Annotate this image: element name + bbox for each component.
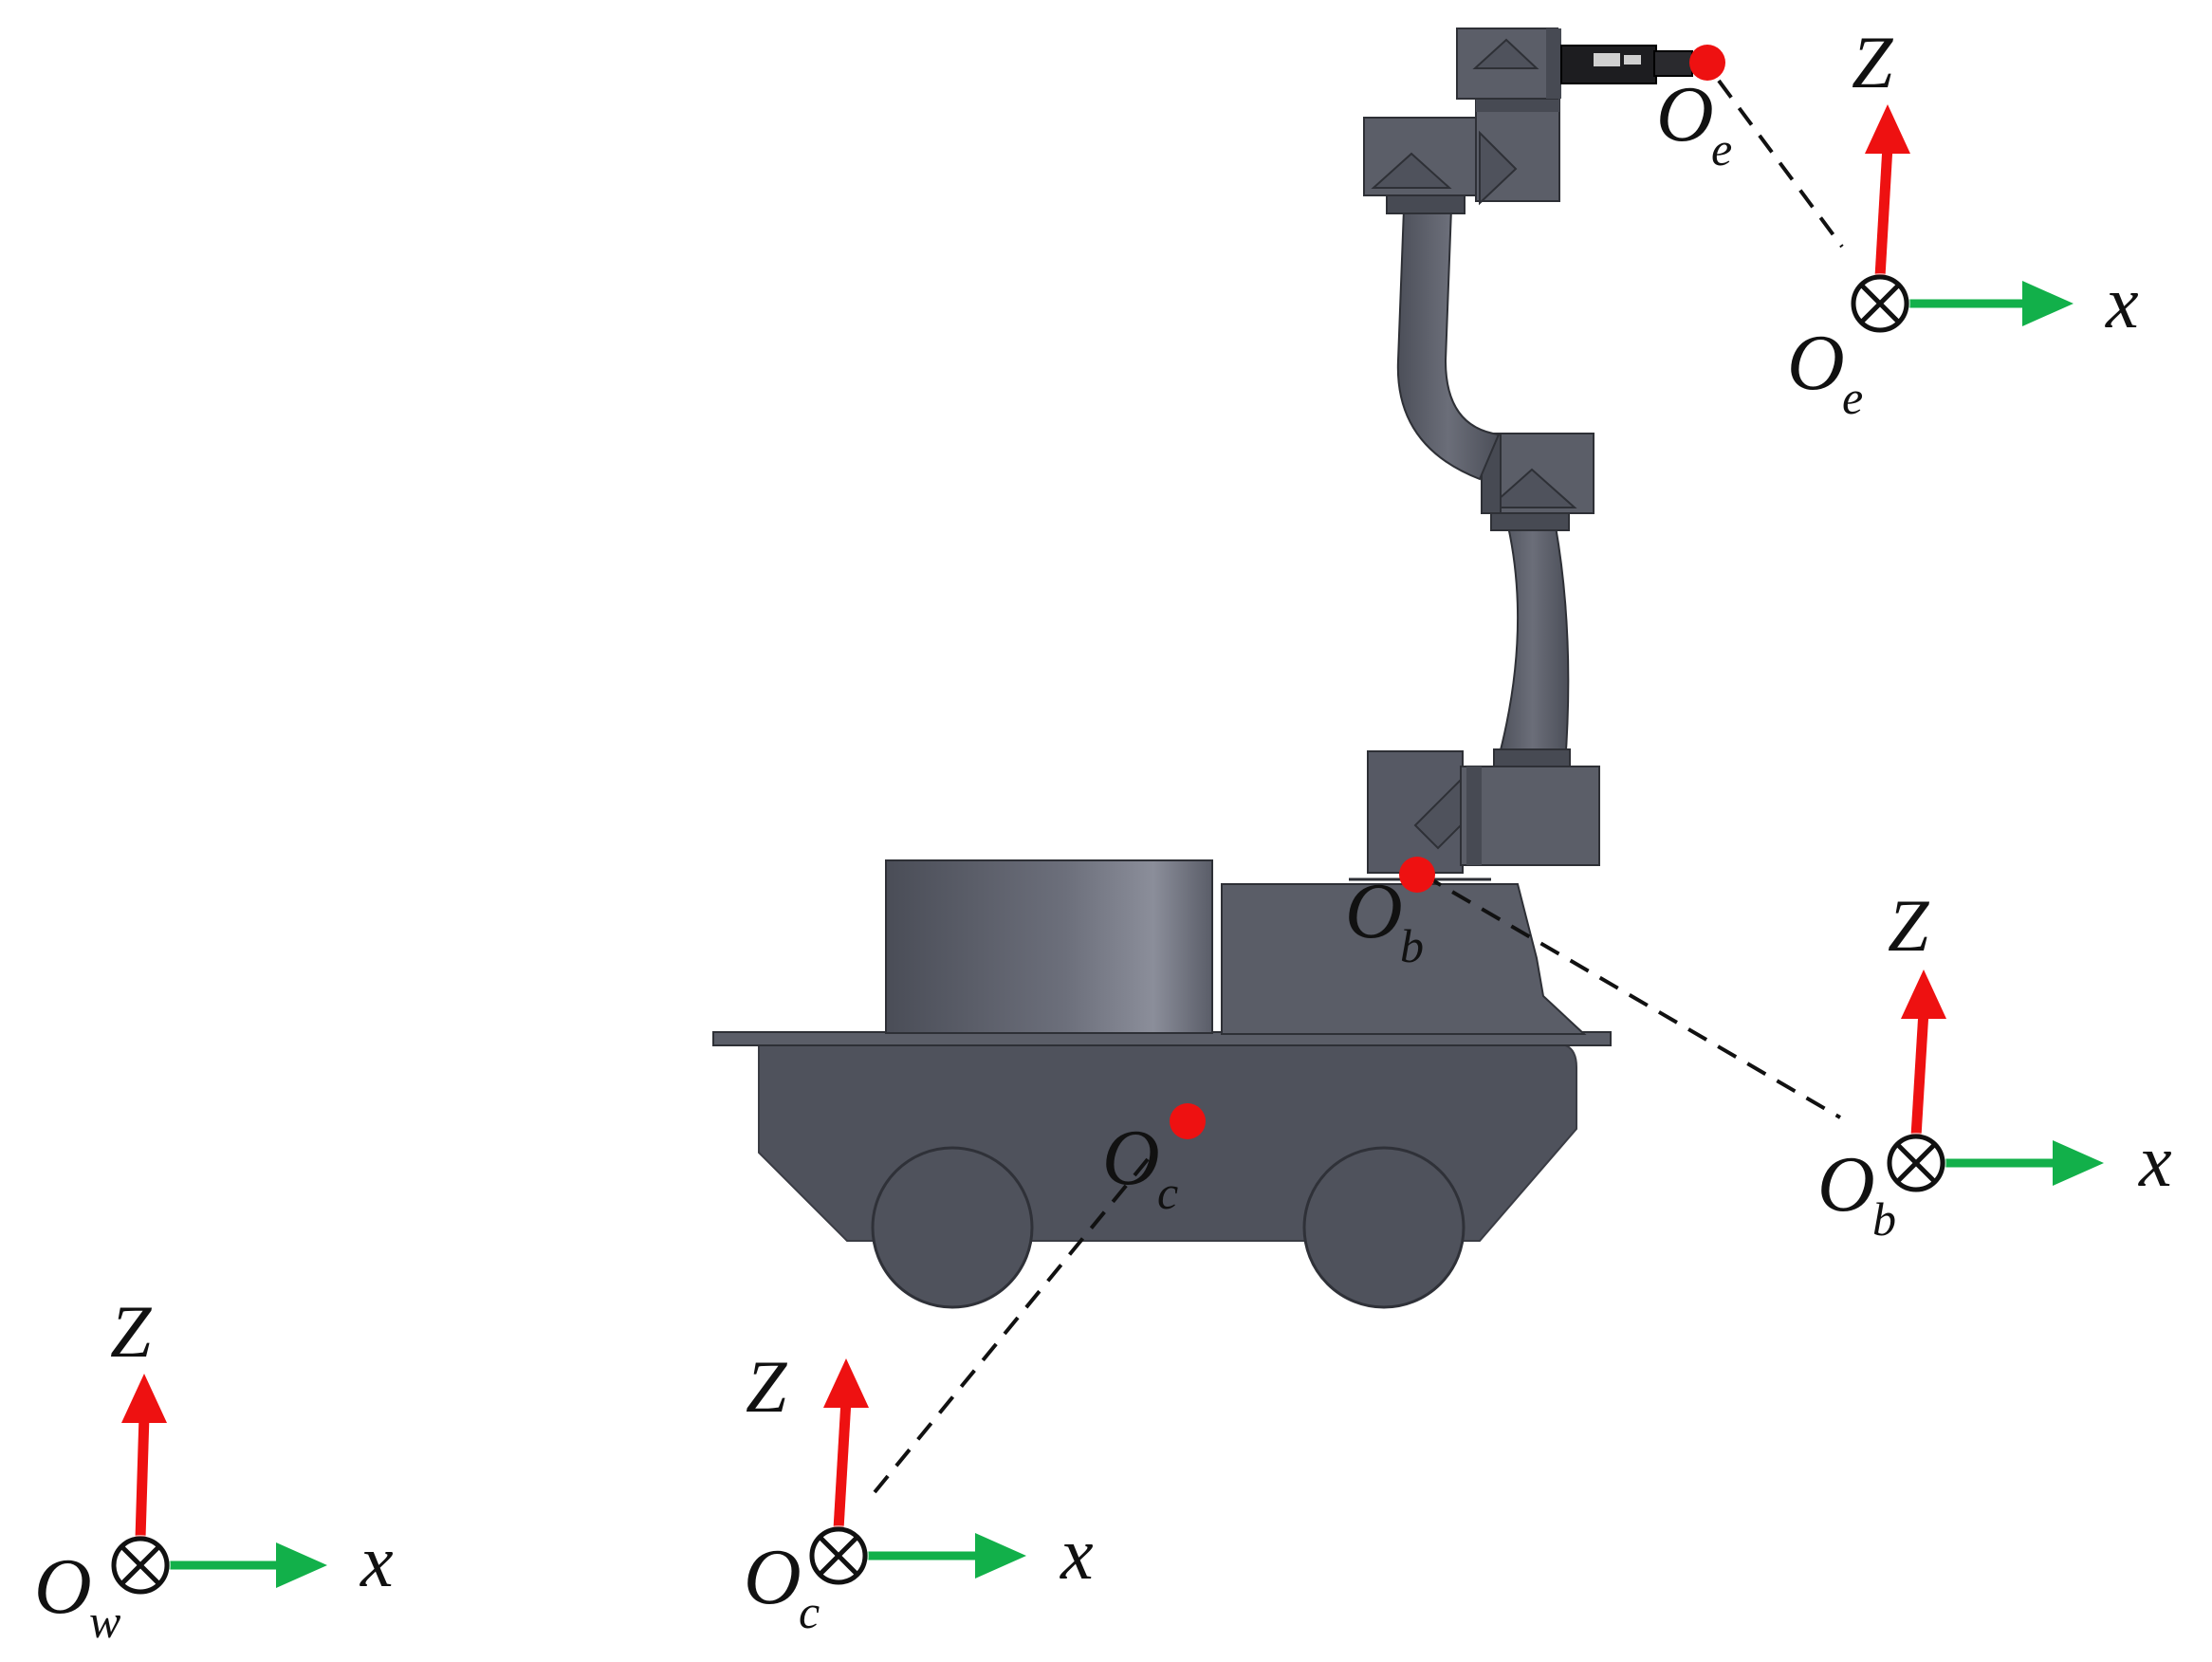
cross-stroke — [120, 1545, 160, 1585]
z-axis-w — [135, 1414, 150, 1540]
point-label-c: O — [1102, 1114, 1160, 1202]
elbow-chevron — [1486, 468, 1577, 508]
z-axis-b — [1910, 1010, 1929, 1137]
origin-marker-e: Oe — [1656, 45, 1732, 175]
origin-marker-c: Oc — [1102, 1103, 1206, 1219]
gripper — [1560, 45, 1693, 84]
point-label-b: O — [1345, 867, 1403, 955]
point-subscript-e: e — [1711, 122, 1732, 175]
shoulder-joint — [1460, 766, 1600, 866]
frame-c: Zx Oc — [744, 1345, 1094, 1638]
origin-marker-b: Ob — [1345, 857, 1435, 972]
frame-origin-label-w: O — [34, 1542, 92, 1631]
z-arrowhead-w — [121, 1374, 167, 1423]
z-axis-label-e: Z — [1852, 21, 1894, 103]
wrist1-chevron — [1371, 152, 1452, 189]
upper-link-collar — [1386, 194, 1465, 214]
lower-link-collar — [1490, 512, 1570, 531]
wrist3-flange — [1546, 28, 1561, 99]
connector-e — [1717, 79, 1844, 249]
arm-mount-housing — [1221, 883, 1587, 1035]
frame-origin-subscript-e: e — [1842, 371, 1863, 424]
x-axis-label-c: x — [1060, 1512, 1094, 1595]
x-arrowhead-b — [2053, 1140, 2104, 1186]
rear-wheel — [871, 1146, 1034, 1309]
red-dot-marker — [1170, 1103, 1206, 1139]
z-axis-label-b: Z — [1888, 884, 1930, 967]
shoulder-joint-ring — [1466, 766, 1482, 865]
z-axis-label-c: Z — [746, 1345, 788, 1428]
mobile-robot — [712, 28, 1693, 1309]
top-cylinder-module — [885, 859, 1213, 1034]
frame-origin-label-e: O — [1787, 319, 1845, 407]
point-subscript-c: c — [1157, 1166, 1178, 1219]
x-axis-label-e: x — [2105, 261, 2139, 343]
front-wheel — [1302, 1146, 1465, 1309]
x-axis-label-w: x — [359, 1520, 394, 1602]
x-arrowhead-w — [276, 1542, 327, 1588]
frame-origin-label-c: O — [744, 1533, 802, 1621]
connector-b — [1421, 873, 1842, 1119]
z-arrowhead-e — [1865, 104, 1910, 154]
frame-b: Zx Ob — [1817, 884, 2172, 1246]
frame-w: Zx Ow — [34, 1290, 394, 1648]
frame-origin-subscript-c: c — [799, 1585, 820, 1638]
x-axis-label-b: x — [2138, 1119, 2172, 1202]
x-arrowhead-e — [2022, 281, 2074, 326]
red-dot-marker — [1689, 45, 1725, 81]
point-label-e: O — [1656, 70, 1714, 158]
z-axis-c — [833, 1399, 852, 1530]
frame-origin-subscript-w: w — [89, 1595, 120, 1648]
frame-origin-subscript-b: b — [1872, 1192, 1896, 1246]
x-arrowhead-c — [975, 1533, 1026, 1579]
upper-arm-link — [1396, 208, 1501, 481]
connector-c — [869, 1157, 1150, 1499]
frame-origin-label-b: O — [1817, 1140, 1875, 1228]
z-arrowhead-c — [823, 1358, 869, 1408]
wrist2-chevron — [1479, 130, 1518, 206]
cross-stroke — [1860, 284, 1900, 323]
z-arrowhead-b — [1901, 970, 1946, 1019]
cross-stroke — [819, 1536, 858, 1576]
lower-link-base-collar — [1493, 748, 1571, 767]
point-subscript-b: b — [1400, 919, 1424, 972]
wrist3-chevron — [1472, 38, 1539, 69]
cross-stroke — [1896, 1143, 1936, 1183]
red-dot-marker — [1399, 857, 1435, 893]
z-axis-e — [1874, 145, 1893, 278]
robot-arm — [1363, 28, 1693, 874]
z-axis-label-w: Z — [110, 1290, 153, 1373]
lower-arm-link — [1495, 526, 1570, 766]
